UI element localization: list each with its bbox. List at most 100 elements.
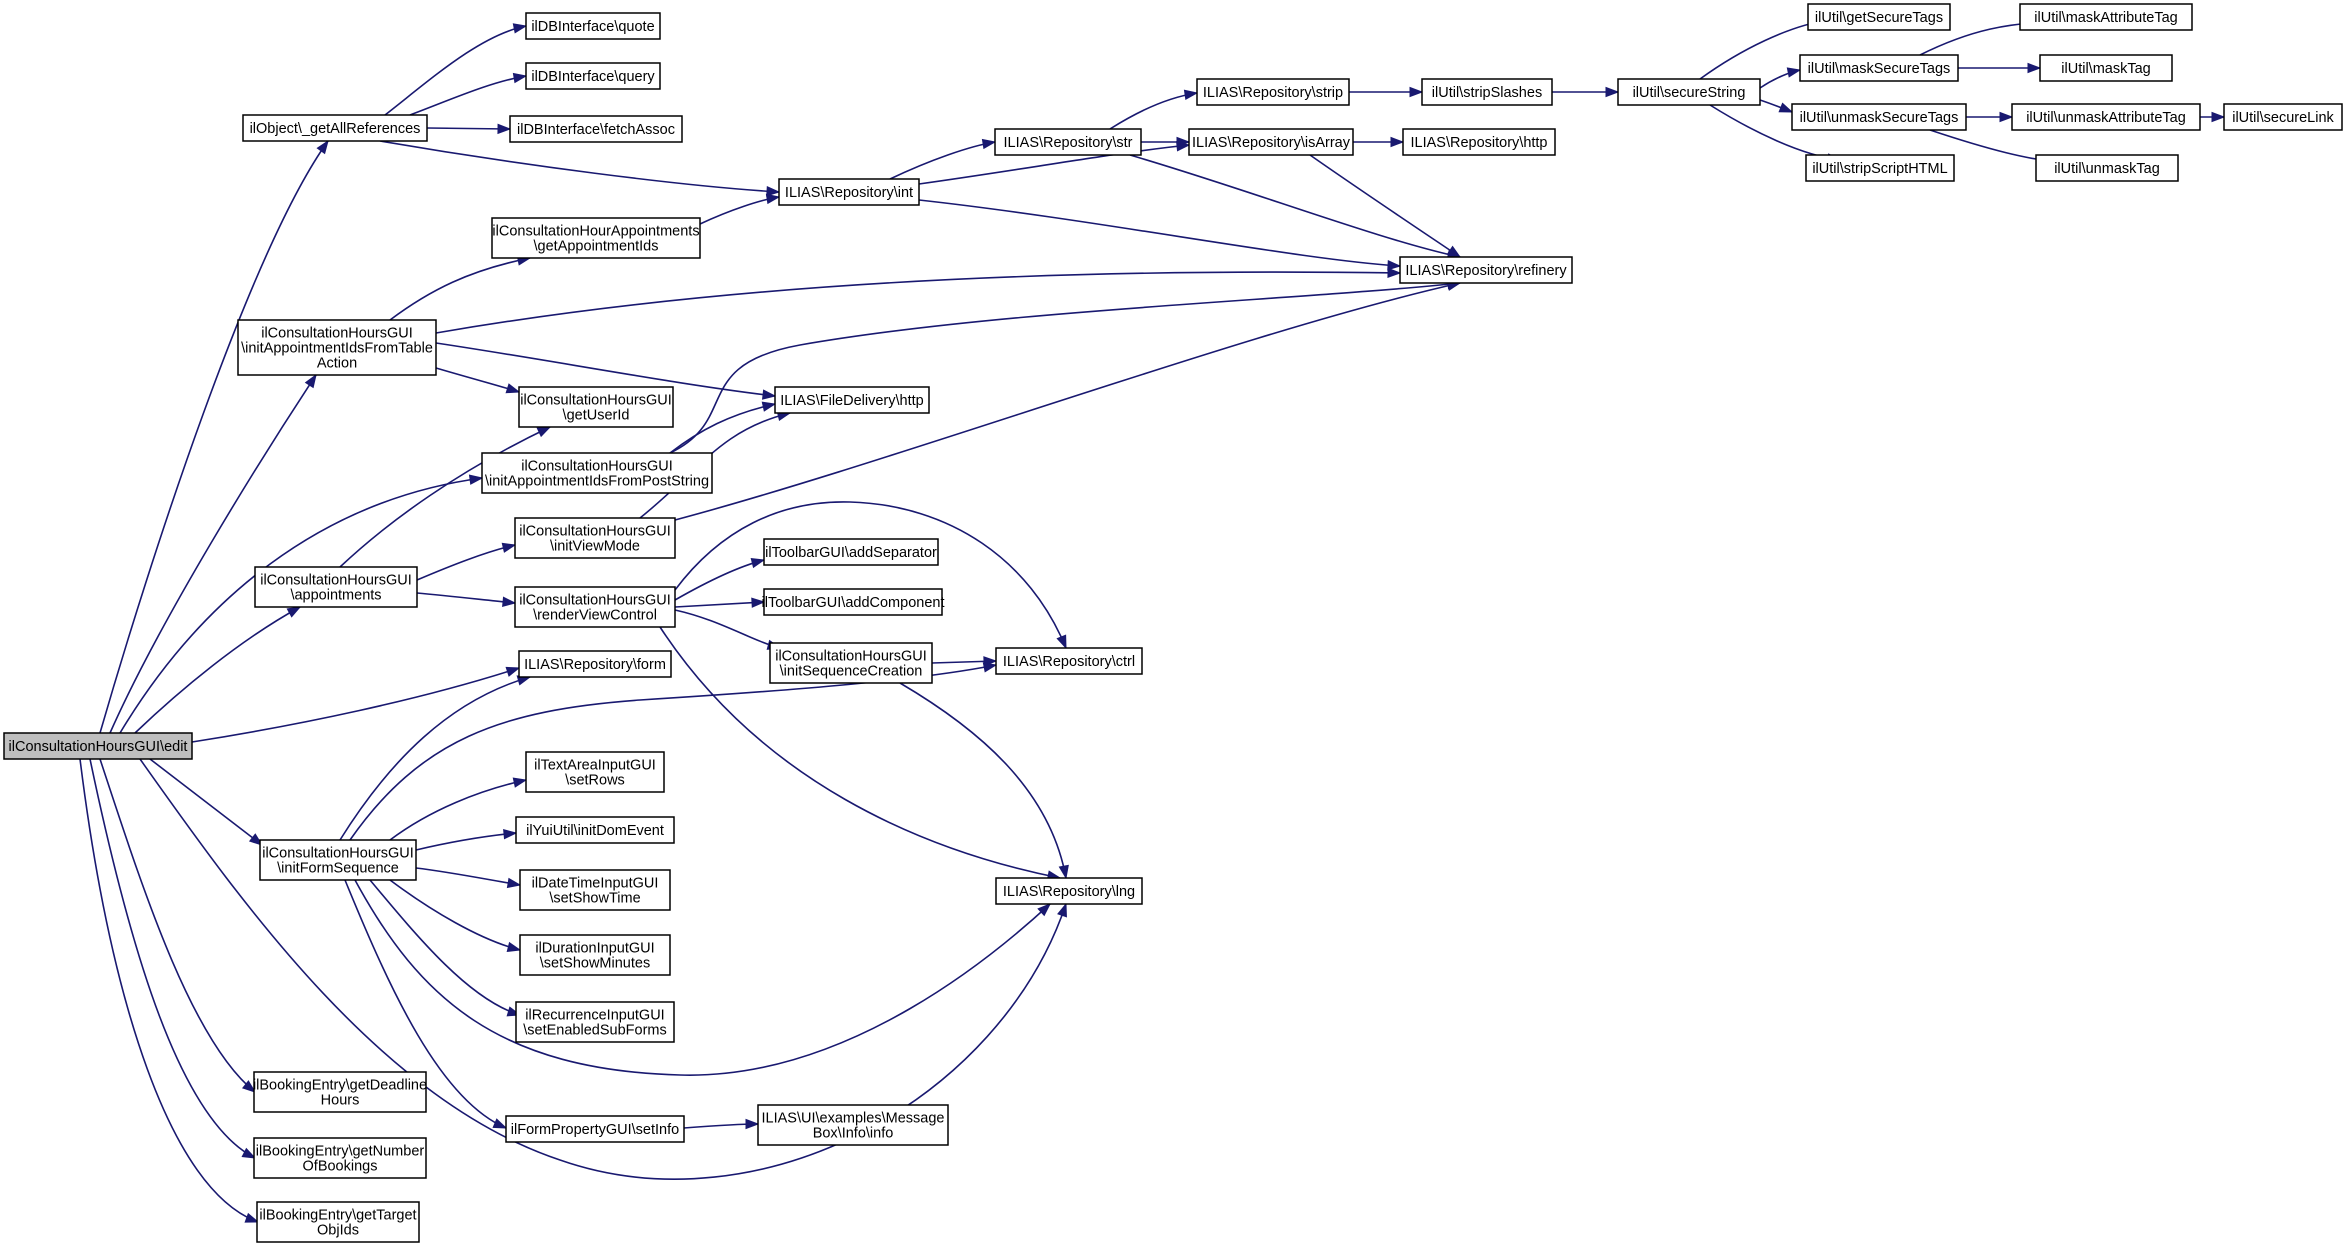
node-box[interactable] [2035, 154, 2179, 182]
node-box[interactable] [757, 1104, 949, 1146]
node-box[interactable] [515, 816, 675, 844]
node-box[interactable] [774, 386, 930, 414]
node-unmaskAttributeTag[interactable]: ilUtil\unmaskAttributeTag [2011, 103, 2201, 131]
node-box[interactable] [253, 1137, 427, 1179]
node-box[interactable] [505, 1115, 685, 1143]
node-repoForm[interactable]: ILIAS\Repository\form [518, 650, 672, 678]
node-box[interactable] [2223, 103, 2343, 131]
node-secureString[interactable]: ilUtil\secureString [1617, 78, 1761, 106]
node-setEnabledSubForms[interactable]: ilRecurrenceInputGUI\setEnabledSubForms [515, 1001, 675, 1043]
node-box[interactable] [1807, 3, 1951, 31]
node-box[interactable] [518, 386, 674, 428]
node-box[interactable] [514, 586, 676, 628]
node-unmaskSecureTags[interactable]: ilUtil\unmaskSecureTags [1791, 103, 1967, 131]
node-box[interactable] [256, 1201, 420, 1243]
node-box[interactable] [525, 12, 661, 40]
node-box[interactable] [763, 588, 943, 616]
node-stripSlashes[interactable]: ilUtil\stripSlashes [1421, 78, 1553, 106]
node-addComponent[interactable]: ilToolbarGUI\addComponent [762, 588, 945, 616]
node-box[interactable] [1421, 78, 1553, 106]
node-box[interactable] [995, 877, 1143, 905]
node-maskTag[interactable]: ilUtil\maskTag [2039, 54, 2173, 82]
node-getSecureTags[interactable]: ilUtil\getSecureTags [1807, 3, 1951, 31]
node-repoStrip[interactable]: ILIAS\Repository\strip [1196, 78, 1350, 106]
node-box[interactable] [1196, 78, 1350, 106]
node-label-line: ilConsultationHoursGUI [519, 524, 671, 540]
node-box[interactable] [237, 319, 437, 376]
node-setShowMinutes[interactable]: ilDurationInputGUI\setShowMinutes [519, 934, 671, 976]
node-box[interactable] [518, 650, 672, 678]
node-box[interactable] [519, 934, 671, 976]
node-box[interactable] [995, 647, 1143, 675]
node-setRows[interactable]: ilTextAreaInputGUI\setRows [525, 751, 665, 793]
edge-initFormSeq-to-repoForm [339, 675, 532, 841]
node-box[interactable] [525, 62, 661, 90]
node-fileHttp[interactable]: ILIAS\FileDelivery\http [774, 386, 930, 414]
node-box[interactable] [259, 839, 417, 881]
node-label-line: ilDBInterface\query [531, 69, 655, 85]
node-box[interactable] [481, 452, 713, 494]
node-box[interactable] [1402, 128, 1556, 156]
node-box[interactable] [1399, 256, 1573, 284]
node-repoIsArray[interactable]: ILIAS\Repository\isArray [1188, 128, 1354, 156]
node-repoLng[interactable]: ILIAS\Repository\lng [995, 877, 1143, 905]
node-query[interactable]: ilDBInterface\query [525, 62, 661, 90]
node-box[interactable] [2039, 54, 2173, 82]
node-box[interactable] [1805, 154, 1955, 182]
node-renderViewControl[interactable]: ilConsultationHoursGUI\renderViewControl [514, 586, 676, 628]
node-box[interactable] [2011, 103, 2201, 131]
node-setInfo[interactable]: ilFormPropertyGUI\setInfo [505, 1115, 685, 1143]
node-secureLink[interactable]: ilUtil\secureLink [2223, 103, 2343, 131]
edge-line [918, 199, 1401, 267]
node-setShowTime[interactable]: ilDateTimeInputGUI\setShowTime [519, 869, 671, 911]
node-repoRefinery[interactable]: ILIAS\Repository\refinery [1399, 256, 1573, 284]
node-maskAttributeTag[interactable]: ilUtil\maskAttributeTag [2019, 3, 2193, 31]
node-initFormSeq[interactable]: ilConsultationHoursGUI\initFormSequence [259, 839, 417, 881]
node-maskSecureTags[interactable]: ilUtil\maskSecureTags [1799, 54, 1959, 82]
node-box[interactable] [1188, 128, 1354, 156]
node-box[interactable] [2019, 3, 2193, 31]
node-box[interactable] [491, 217, 701, 259]
node-box[interactable] [242, 114, 428, 142]
node-initSeqCreation[interactable]: ilConsultationHoursGUI\initSequenceCreat… [769, 642, 933, 684]
node-repoInt[interactable]: ILIAS\Repository\int [778, 178, 920, 206]
node-edit[interactable]: ilConsultationHoursGUI\edit [3, 732, 193, 760]
node-box[interactable] [254, 566, 418, 608]
edge-arrowhead [2027, 62, 2042, 74]
node-stripScriptHTML[interactable]: ilUtil\stripScriptHTML [1805, 154, 1955, 182]
node-box[interactable] [515, 1001, 675, 1043]
node-quote[interactable]: ilDBInterface\quote [525, 12, 661, 40]
node-getAllRefs[interactable]: ilObject\_getAllReferences [242, 114, 428, 142]
node-unmaskTag[interactable]: ilUtil\unmaskTag [2035, 154, 2179, 182]
node-box[interactable] [1617, 78, 1761, 106]
node-initAppTable[interactable]: ilConsultationHoursGUI\initAppointmentId… [237, 319, 437, 376]
node-box[interactable] [519, 869, 671, 911]
node-box[interactable] [778, 178, 920, 206]
node-box[interactable] [994, 128, 1142, 156]
node-label-line: ilRecurrenceInputGUI [525, 1008, 664, 1024]
node-appointments[interactable]: ilConsultationHoursGUI\appointments [254, 566, 418, 608]
node-initViewMode[interactable]: ilConsultationHoursGUI\initViewMode [514, 517, 676, 559]
node-getAppIds[interactable]: ilConsultationHourAppointments\getAppoin… [491, 217, 701, 259]
node-initAppPost[interactable]: ilConsultationHoursGUI\initAppointmentId… [481, 452, 713, 494]
node-box[interactable] [253, 1071, 427, 1113]
node-box[interactable] [514, 517, 676, 559]
node-box[interactable] [763, 538, 939, 566]
node-box[interactable] [3, 732, 193, 760]
node-initDomEvent[interactable]: ilYuiUtil\initDomEvent [515, 816, 675, 844]
node-getUserId[interactable]: ilConsultationHoursGUI\getUserId [518, 386, 674, 428]
node-repoHttp[interactable]: ILIAS\Repository\http [1402, 128, 1556, 156]
node-fetchAssoc[interactable]: ilDBInterface\fetchAssoc [509, 115, 683, 143]
node-box[interactable] [1799, 54, 1959, 82]
node-box[interactable] [1791, 103, 1967, 131]
node-repoStr[interactable]: ILIAS\Repository\str [994, 128, 1142, 156]
node-addSeparator[interactable]: ilToolbarGUI\addSeparator [763, 538, 939, 566]
node-repoCtrl[interactable]: ILIAS\Repository\ctrl [995, 647, 1143, 675]
node-box[interactable] [525, 751, 665, 793]
node-box[interactable] [769, 642, 933, 684]
node-box[interactable] [509, 115, 683, 143]
